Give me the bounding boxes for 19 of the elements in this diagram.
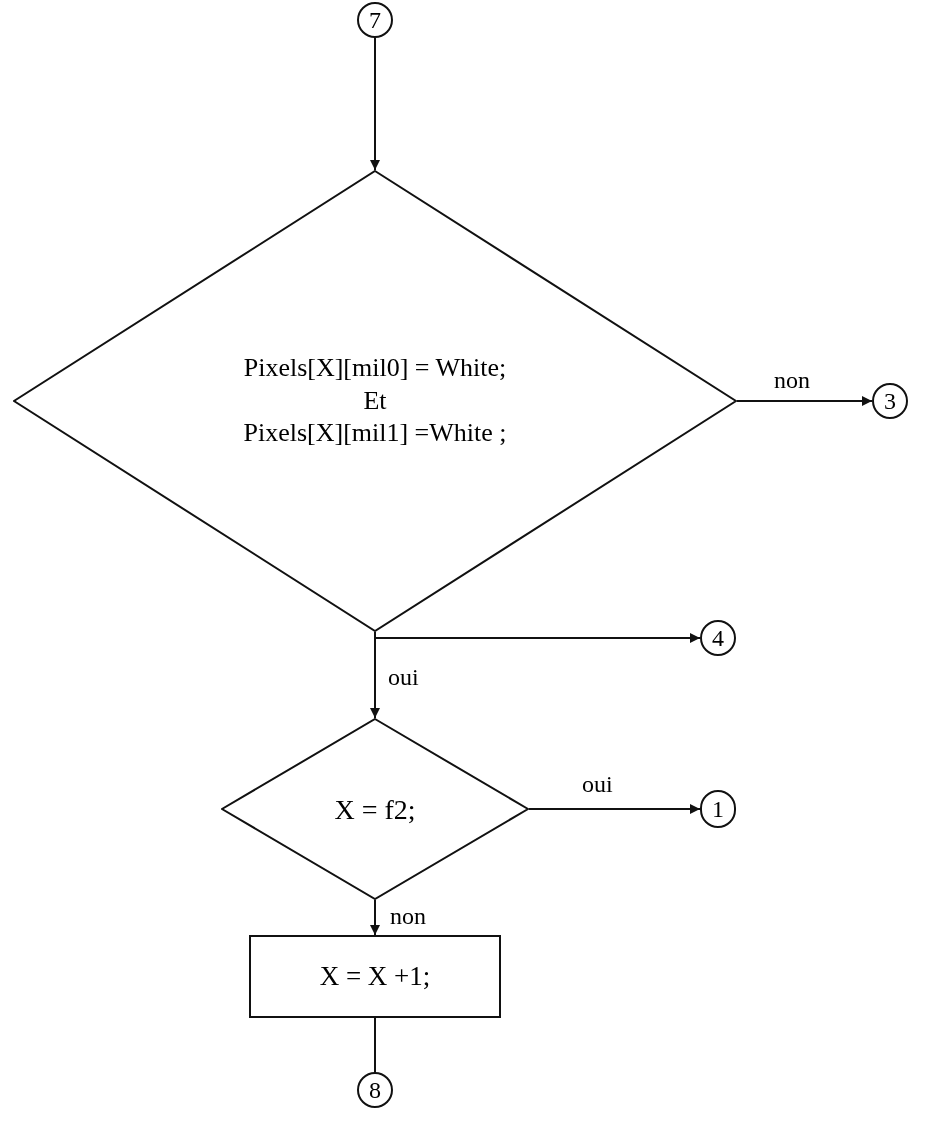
- node-text: 3: [884, 387, 896, 416]
- node-text: Pixels[X][mil1] =White ;: [243, 417, 507, 450]
- node-text: 8: [369, 1076, 381, 1105]
- node-text: 7: [369, 6, 381, 35]
- arrow: [736, 396, 873, 406]
- arrow: [528, 804, 701, 814]
- arrow: [370, 37, 380, 171]
- decision-diamond: [221, 718, 529, 900]
- arrow: [374, 631, 701, 643]
- node-text: X = X +1;: [319, 959, 431, 993]
- node-text: 4: [712, 624, 724, 653]
- node-text: X = f2;: [334, 792, 416, 827]
- node-text: Pixels[X][mil0] = White;: [243, 352, 507, 385]
- arrow: [370, 631, 380, 719]
- process-box: [249, 935, 501, 1018]
- node-text: 1: [712, 795, 724, 824]
- decision-diamond: [13, 170, 737, 632]
- arrow: [370, 899, 380, 936]
- node-text: Et: [363, 384, 387, 417]
